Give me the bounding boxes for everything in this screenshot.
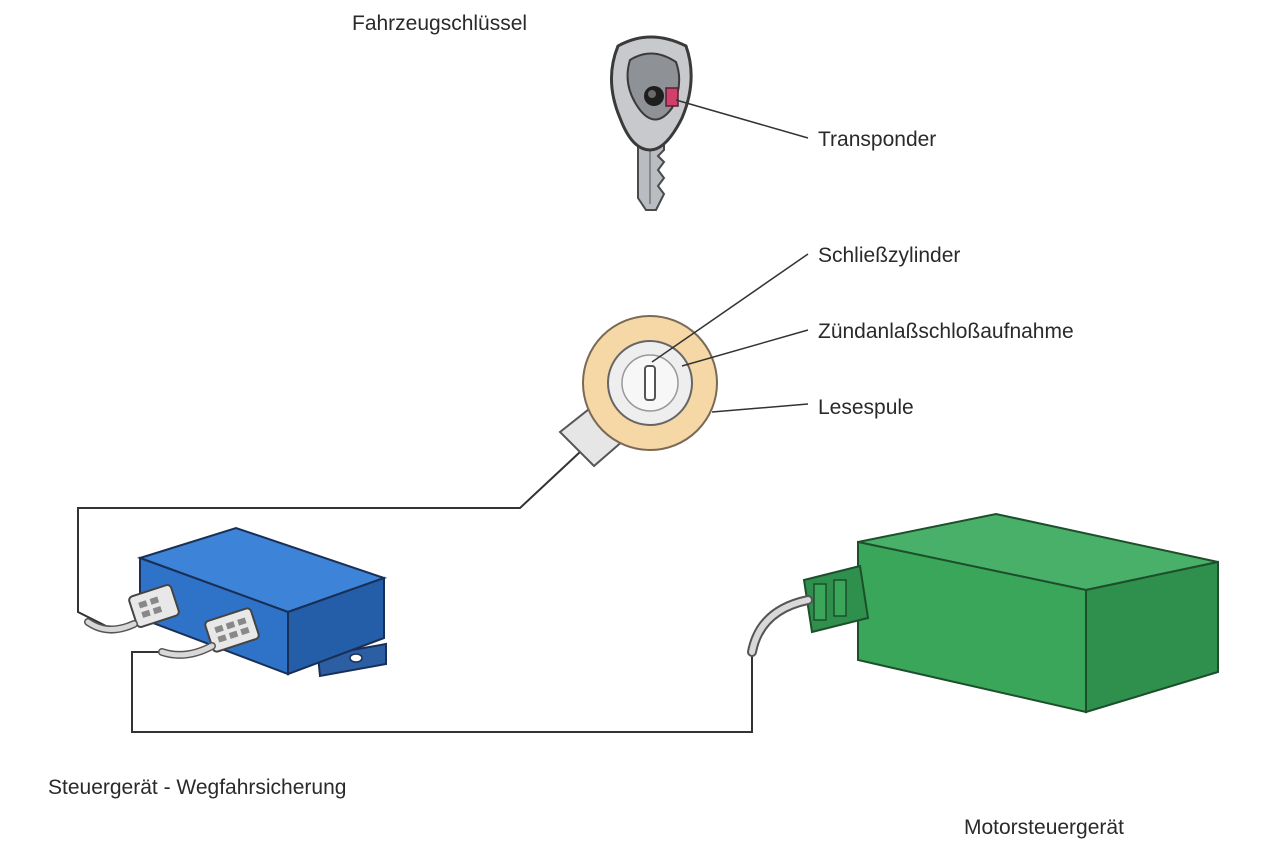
blue-control-unit-icon [84, 526, 388, 678]
immobilizer-connector-1 [128, 584, 180, 628]
label-reading-coil: Lesespule [818, 396, 914, 419]
wire-immobilizer-to-engine [131, 650, 753, 733]
ignition-lock-icon [558, 315, 718, 468]
leader-reading-coil [711, 403, 809, 413]
engine-connector [802, 564, 870, 634]
green-control-unit-icon [747, 512, 1219, 714]
wire-lock-to-immobilizer [77, 451, 581, 629]
leader-lines-lock [651, 253, 809, 413]
car-key-icon [609, 35, 693, 211]
wiring [77, 451, 753, 733]
label-immobilizer-unit: Steuergerät - Wegfahrsicherung [48, 776, 346, 799]
leader-lock-cylinder [651, 253, 809, 363]
leader-transponder [675, 99, 809, 139]
label-key: Fahrzeugschlüssel [352, 12, 527, 35]
label-transponder: Transponder [818, 128, 936, 151]
label-lock-cylinder: Schließzylinder [818, 244, 960, 267]
leader-ignition-housing [681, 329, 809, 367]
immobilizer-connector-2 [204, 607, 260, 653]
transponder-chip-icon [665, 87, 679, 107]
label-engine-unit: Motorsteuergerät [964, 816, 1124, 839]
label-ignition-housing: Zündanlaßschloßaufnahme [818, 320, 1074, 343]
